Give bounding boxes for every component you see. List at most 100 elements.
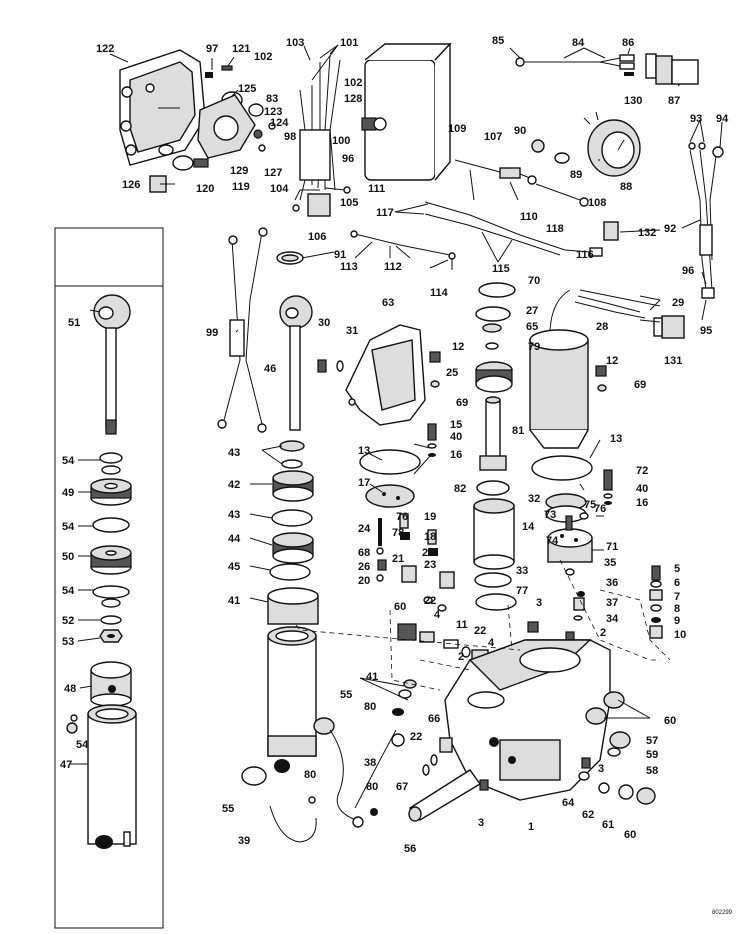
callout-54-b: 54 [62, 521, 75, 533]
callout-13: 13 [358, 445, 370, 457]
callout-labels: 122 97 121 102 103 101 102 128 125 83 12… [60, 35, 729, 855]
callout-32: 32 [528, 493, 540, 505]
callout-8: 8 [674, 603, 680, 615]
callout-76b: 76 [396, 511, 408, 523]
callout-93: 93 [690, 113, 702, 125]
callout-115: 115 [492, 263, 510, 275]
callout-57: 57 [646, 735, 658, 747]
callout-41b: 41 [228, 595, 240, 607]
pump-motor-assembly [345, 282, 663, 639]
callout-25: 25 [446, 367, 458, 379]
callout-132: 132 [638, 227, 656, 239]
callout-60: 60 [394, 601, 406, 613]
callout-56: 56 [404, 843, 416, 855]
callout-131: 131 [664, 355, 682, 367]
callout-43: 43 [228, 447, 240, 459]
callout-38: 38 [364, 757, 376, 769]
callout-2b: 2 [458, 651, 464, 663]
callout-128: 128 [344, 93, 362, 105]
callout-34: 34 [606, 613, 619, 625]
callout-41: 41 [366, 671, 378, 683]
drawing-code: 802299 [712, 910, 733, 916]
tilt-cylinder-assembly-inset [66, 294, 137, 849]
callout-33: 33 [516, 565, 528, 577]
callout-78: 78 [392, 527, 404, 539]
callout-3b: 3 [478, 817, 484, 829]
callout-63: 63 [382, 297, 394, 309]
leader-lines [70, 44, 723, 765]
callout-129: 129 [230, 165, 248, 177]
callout-5: 5 [674, 563, 680, 575]
callout-123: 123 [264, 106, 282, 118]
callout-100: 100 [332, 135, 350, 147]
callout-47: 47 [60, 759, 72, 771]
callout-80: 80 [364, 701, 376, 713]
callout-91: 91 [334, 249, 346, 261]
callout-13-right: 13 [610, 433, 622, 445]
callout-46: 46 [264, 363, 276, 375]
callout-80b: 80 [304, 769, 316, 781]
callout-22: 22 [424, 595, 436, 607]
callout-74: 74 [546, 535, 559, 547]
callout-18: 18 [424, 531, 436, 543]
callout-97: 97 [206, 43, 218, 55]
callout-2: 2 [600, 627, 606, 639]
cylinder-parts [241, 440, 405, 843]
callout-4: 4 [434, 609, 441, 621]
callout-12: 12 [452, 341, 464, 353]
callout-45: 45 [228, 561, 240, 573]
callout-118: 118 [546, 223, 564, 235]
callout-30: 30 [318, 317, 330, 329]
valve-parts [376, 513, 575, 716]
callout-73: 73 [544, 509, 556, 521]
callout-1: 1 [528, 821, 534, 833]
callout-88: 88 [620, 181, 632, 193]
callout-61: 61 [602, 819, 614, 831]
callout-11: 11 [456, 619, 468, 631]
callout-86: 86 [622, 37, 634, 49]
callout-21: 21 [392, 553, 404, 565]
callout-60b: 60 [664, 715, 676, 727]
callout-16: 16 [450, 449, 462, 461]
callout-52: 52 [62, 615, 74, 627]
callout-75: 75 [584, 499, 596, 511]
callout-14: 14 [522, 521, 535, 533]
callout-108: 108 [588, 197, 606, 209]
callout-22c: 22 [410, 731, 422, 743]
callout-29: 29 [672, 297, 684, 309]
callout-54-d: 54 [76, 739, 89, 751]
callout-125: 125 [238, 83, 256, 95]
callout-64: 64 [562, 797, 575, 809]
callout-81: 81 [512, 425, 524, 437]
callout-20: 20 [358, 575, 370, 587]
callout-96b: 96 [682, 265, 694, 277]
callout-130: 130 [624, 95, 642, 107]
callout-82: 82 [454, 483, 466, 495]
callout-50: 50 [62, 551, 74, 563]
callout-37: 37 [606, 597, 618, 609]
callout-102b: 102 [344, 77, 362, 89]
callout-79: 79 [528, 341, 540, 353]
callout-10: 10 [674, 629, 686, 641]
callout-127: 127 [264, 167, 282, 179]
callout-53: 53 [62, 636, 74, 648]
callout-51: 51 [68, 317, 80, 329]
callout-83: 83 [266, 93, 278, 105]
callout-98: 98 [284, 131, 296, 143]
callout-85: 85 [492, 35, 504, 47]
callout-101: 101 [340, 37, 358, 49]
assembly-guides [295, 559, 671, 691]
callout-55: 55 [340, 689, 352, 701]
callout-94: 94 [716, 113, 729, 125]
callout-36: 36 [606, 577, 618, 589]
callout-55b: 55 [222, 803, 234, 815]
callout-84: 84 [572, 37, 585, 49]
callout-72: 72 [636, 465, 648, 477]
callout-114: 114 [430, 287, 449, 299]
callout-44: 44 [228, 533, 241, 545]
callout-104: 104 [270, 183, 289, 195]
callout-80c: 80 [366, 781, 378, 793]
callout-120: 120 [196, 183, 214, 195]
callout-121: 121 [232, 43, 250, 55]
